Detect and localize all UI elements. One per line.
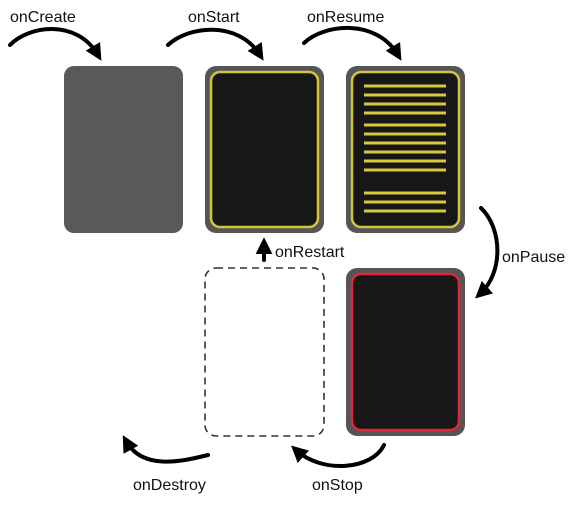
content-lines [364,84,446,213]
stopped-state-card [204,267,325,437]
ondestroy-label: onDestroy [133,477,206,494]
onstart-arrow [166,27,264,61]
onpause-label: onPause [502,249,566,266]
started-state-card [205,66,324,233]
paused-state-card [346,268,465,436]
oncreate-arrow [8,27,102,61]
onpause-arrow [475,206,500,299]
created-state-card [64,66,183,233]
resumed-state-card [346,66,465,233]
oncreate-label: onCreate [10,9,76,26]
onstop-label: onStop [312,477,363,494]
onrestart-label: onRestart [275,244,345,261]
ondestroy-arrow [122,435,210,464]
onstop-arrow [291,443,386,469]
onstart-label: onStart [188,9,240,26]
onresume-label: onResume [307,9,385,26]
onresume-arrow [302,26,402,61]
